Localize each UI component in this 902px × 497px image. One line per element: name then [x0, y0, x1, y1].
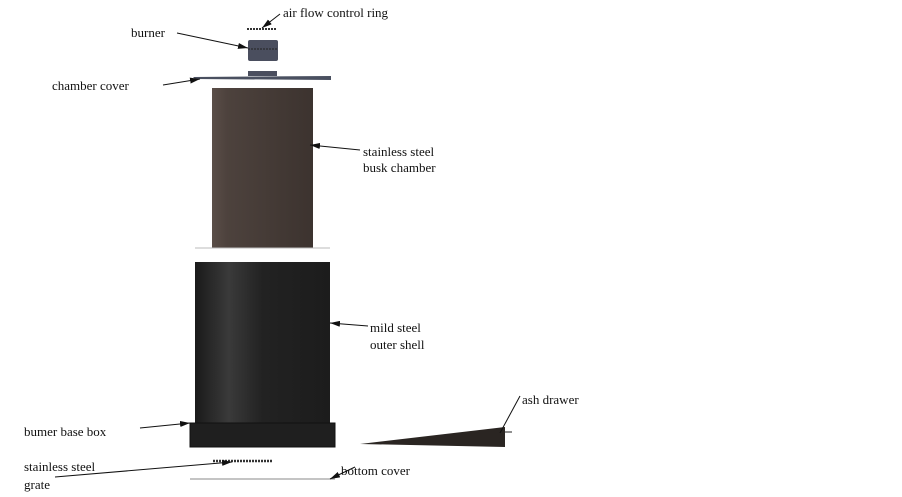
label-air-flow-control-ring: air flow control ring: [283, 5, 389, 20]
label-busk-chamber-1: stainless steel: [363, 144, 435, 159]
label-ash-drawer: ash drawer: [522, 392, 579, 407]
outer-shell-part: [195, 262, 330, 423]
label-burner-base-box: bumer base box: [24, 424, 107, 439]
label-burner: burner: [131, 25, 165, 40]
label-busk-chamber-2: busk chamber: [363, 160, 436, 175]
burner-part: [248, 40, 278, 61]
label-grate-2: grate: [24, 477, 50, 492]
label-chamber-cover: chamber cover: [52, 78, 129, 93]
label-grate-1: stainless steel: [24, 459, 96, 474]
label-outer-shell-2: outer shell: [370, 337, 425, 352]
label-bottom-cover: bottom cover: [341, 463, 410, 478]
burner-base-box-part: [189, 422, 336, 448]
chamber-cover-part: [193, 71, 331, 80]
busk-chamber-part: [195, 88, 330, 249]
leader-arrows: [54, 13, 521, 480]
ash-drawer-part: [360, 427, 512, 447]
label-outer-shell-1: mild steel: [370, 320, 421, 335]
